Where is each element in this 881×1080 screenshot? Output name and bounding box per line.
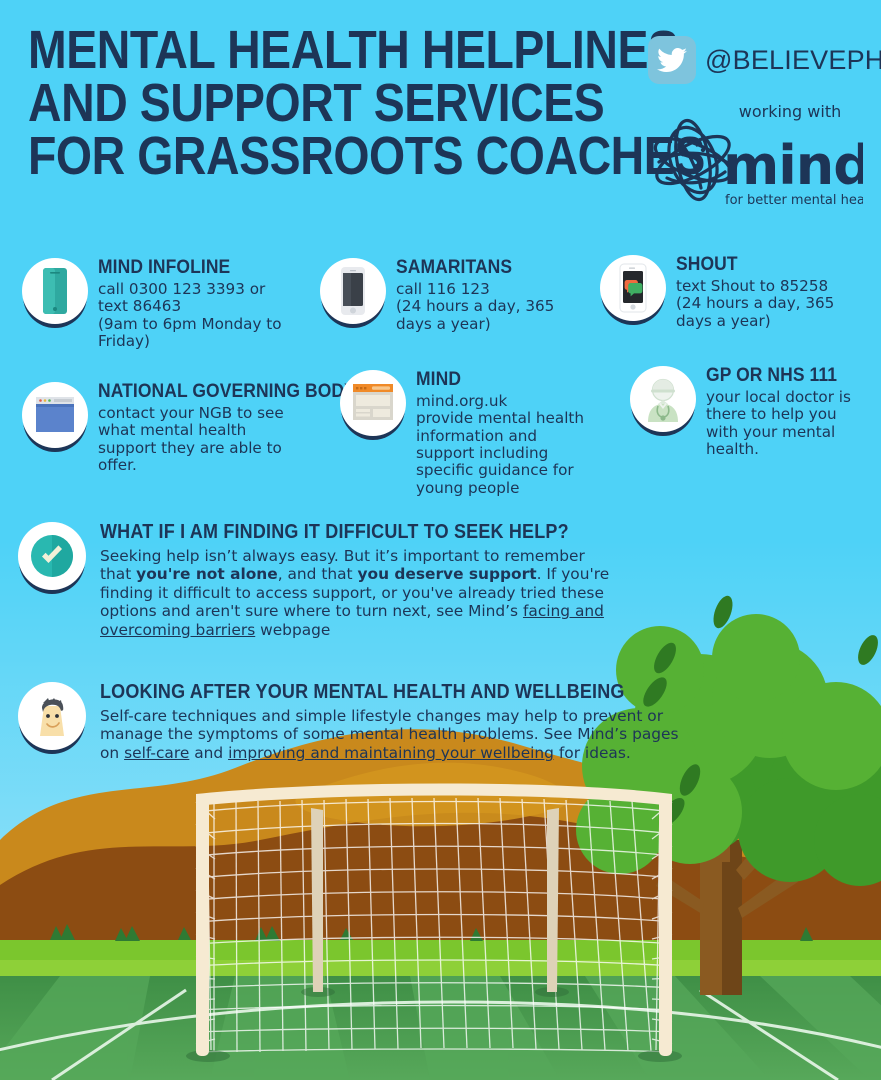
card-body: SHOUT text Shout to 85258 (24 hours a da… bbox=[666, 255, 834, 330]
card-shout: SHOUT text Shout to 85258 (24 hours a da… bbox=[600, 255, 875, 330]
card-text-line: support they are able to bbox=[98, 438, 282, 457]
card-heading: GP OR NHS 111 bbox=[706, 365, 838, 386]
card-text-line: health. bbox=[706, 439, 759, 458]
card-gp-or-nhs-111: GP OR NHS 111 your local doctor is there… bbox=[630, 366, 880, 458]
card-text-line: there to help you bbox=[706, 405, 837, 424]
card-body: MIND mind.org.uk provide mental health i… bbox=[406, 370, 584, 497]
card-national-governing-body: NATIONAL GOVERNING BODY contact your NGB… bbox=[22, 382, 356, 474]
svg-text:for better mental health: for better mental health bbox=[725, 193, 863, 208]
card-heading: SHOUT bbox=[676, 254, 738, 275]
mind-working-with-text: working with bbox=[738, 102, 842, 121]
text-run: Seeking help isn’t always easy. But it’s… bbox=[100, 547, 585, 584]
card-text-line: specific guidance for bbox=[416, 461, 574, 480]
card-samaritans: SAMARITANS call 116 123 (24 hours a day,… bbox=[320, 258, 600, 333]
card-text-line: days a year) bbox=[396, 314, 491, 333]
card-heading: MIND bbox=[416, 369, 462, 390]
card-body: SAMARITANS call 116 123 (24 hours a day,… bbox=[386, 258, 554, 333]
section-icon-wrap bbox=[18, 682, 86, 762]
text-run-bold: you deserve support bbox=[357, 565, 537, 584]
blue-browser-window-icon bbox=[22, 382, 88, 448]
card-body: NATIONAL GOVERNING BODY contact your NGB… bbox=[88, 382, 378, 474]
title-line-3: FOR GRASSROOTS COACHES bbox=[28, 125, 705, 186]
card-text-line: (24 hours a day, 365 bbox=[676, 294, 835, 313]
card-text: contact your NGB to see what mental heal… bbox=[98, 403, 378, 474]
card-heading: MIND INFOLINE bbox=[98, 257, 231, 278]
card-heading: NATIONAL GOVERNING BODY bbox=[98, 381, 356, 402]
tree bbox=[576, 595, 881, 995]
text-run: and bbox=[189, 743, 229, 762]
background-illustration bbox=[0, 540, 881, 1080]
card-text-line: call 116 123 bbox=[396, 279, 490, 298]
card-text-line: what mental health bbox=[98, 421, 247, 440]
card-icon-wrap bbox=[22, 258, 88, 350]
teal-phone-icon bbox=[22, 258, 88, 324]
card-icon-wrap bbox=[22, 382, 88, 474]
twitter-bird-icon bbox=[648, 36, 696, 84]
card-text: your local doctor is there to help you w… bbox=[706, 387, 851, 458]
text-run: for ideas. bbox=[553, 743, 631, 762]
card-heading: SAMARITANS bbox=[396, 257, 513, 278]
text-run: , and that bbox=[277, 565, 358, 584]
card-text-line: contact your NGB to see bbox=[98, 403, 284, 422]
card-icon-wrap bbox=[320, 258, 386, 333]
card-text-line: call 0300 123 3393 or bbox=[98, 279, 266, 298]
text-run: Self-care techniques and simple lifestyl… bbox=[100, 707, 679, 762]
section-body: LOOKING AFTER YOUR MENTAL HEALTH AND WEL… bbox=[86, 682, 683, 762]
card-text-line: with your mental bbox=[706, 422, 836, 441]
card-icon-wrap bbox=[630, 366, 696, 458]
link-facing-and-overcoming-barriers[interactable]: facing and overcoming barriers bbox=[100, 602, 604, 639]
doctor-icon bbox=[630, 366, 696, 432]
card-text-line: young people bbox=[416, 478, 520, 497]
mind-logo: working with mind for better mental heal… bbox=[645, 100, 863, 210]
card-text-line: provide mental health bbox=[416, 409, 585, 428]
card-body: GP OR NHS 111 your local doctor is there… bbox=[696, 366, 851, 458]
card-text-line: text 86463 bbox=[98, 297, 182, 316]
dark-smartphone-icon bbox=[320, 258, 386, 324]
phone-speech-bubbles-icon bbox=[600, 255, 666, 321]
card-text: mind.org.uk provide mental health inform… bbox=[416, 391, 585, 497]
teal-checkmark-icon bbox=[18, 522, 86, 590]
card-text-line: mind.org.uk bbox=[416, 391, 508, 410]
svg-text:mind: mind bbox=[723, 134, 863, 197]
section-text: Seeking help isn’t always easy. But it’s… bbox=[100, 547, 621, 639]
section-heading: LOOKING AFTER YOUR MENTAL HEALTH AND WEL… bbox=[100, 681, 625, 703]
card-mind: MIND mind.org.uk provide mental health i… bbox=[340, 370, 605, 497]
section-icon-wrap bbox=[18, 522, 86, 639]
card-icon-wrap bbox=[340, 370, 406, 497]
card-text-line: text Shout to 85258 bbox=[676, 276, 829, 295]
card-mind-infoline: MIND INFOLINE call 0300 123 3393 or text… bbox=[22, 258, 322, 350]
card-icon-wrap bbox=[600, 255, 666, 330]
section-heading: WHAT IF I AM FINDING IT DIFFICULT TO SEE… bbox=[100, 521, 569, 543]
card-text-line: (24 hours a day, 365 bbox=[396, 297, 555, 316]
title-line-2: AND SUPPORT SERVICES bbox=[28, 72, 605, 133]
card-text-line: support including bbox=[416, 443, 549, 462]
twitter-handle-row[interactable]: @BELIEVEPHQ bbox=[648, 36, 881, 84]
page-title: MENTAL HEALTH HELPLINES AND SUPPORT SERV… bbox=[28, 20, 705, 186]
section-text: Self-care techniques and simple lifestyl… bbox=[100, 707, 683, 762]
section-looking-after-wellbeing: LOOKING AFTER YOUR MENTAL HEALTH AND WEL… bbox=[18, 682, 679, 762]
card-text-line: information and bbox=[416, 426, 538, 445]
twitter-handle-text: @BELIEVEPHQ bbox=[705, 44, 881, 75]
text-run: . If you're finding it difficult to acce… bbox=[100, 565, 610, 621]
card-text: text Shout to 85258 (24 hours a day, 365… bbox=[676, 276, 835, 330]
section-seeking-help: WHAT IF I AM FINDING IT DIFFICULT TO SEE… bbox=[18, 522, 609, 639]
title-line-1: MENTAL HEALTH HELPLINES bbox=[28, 20, 679, 80]
card-text: call 0300 123 3393 or text 86463 (9am to… bbox=[98, 279, 282, 350]
link-improving-and-maintaining-your-wellbeing[interactable]: improving and maintaining your wellbeing bbox=[228, 743, 554, 762]
text-run: webpage bbox=[255, 620, 331, 639]
card-text: call 116 123 (24 hours a day, 365 days a… bbox=[396, 279, 555, 333]
section-body: WHAT IF I AM FINDING IT DIFFICULT TO SEE… bbox=[86, 522, 621, 639]
text-run-bold: you're not alone bbox=[136, 565, 278, 584]
card-body: MIND INFOLINE call 0300 123 3393 or text… bbox=[88, 258, 282, 350]
card-text-line: offer. bbox=[98, 455, 137, 474]
card-text-line: (9am to 6pm Monday to bbox=[98, 314, 282, 333]
link-self-care[interactable]: self-care bbox=[124, 743, 190, 762]
orange-browser-window-icon bbox=[340, 370, 406, 436]
card-text-line: days a year) bbox=[676, 311, 771, 330]
smiling-face-icon bbox=[18, 682, 86, 750]
goal bbox=[186, 783, 682, 1062]
card-text-line: your local doctor is bbox=[706, 387, 851, 406]
card-text-line: Friday) bbox=[98, 331, 150, 350]
